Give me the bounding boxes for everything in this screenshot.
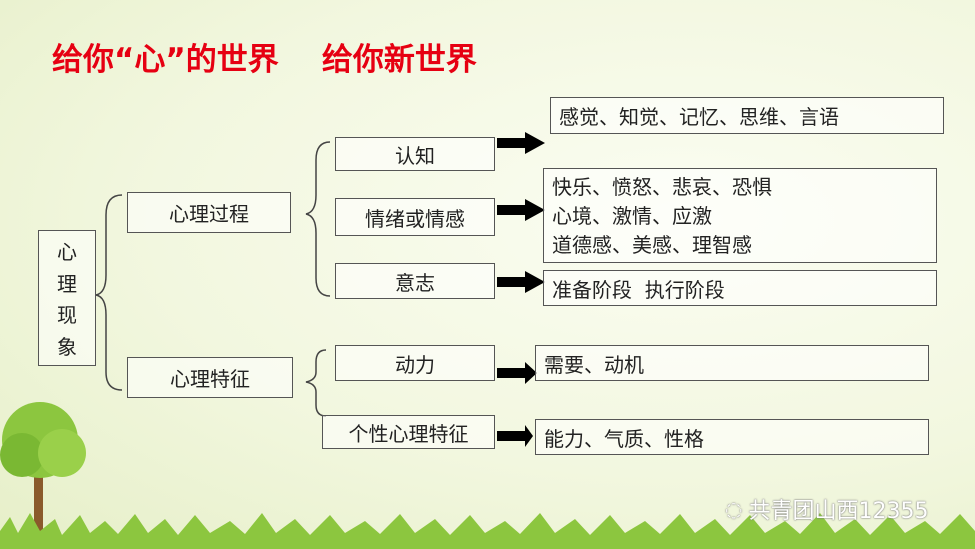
detail-personality: 能力、气质、性格 bbox=[535, 419, 929, 455]
node-emotion: 情绪或情感 bbox=[335, 198, 495, 236]
root-box: 心 理 现 象 bbox=[38, 230, 96, 366]
detail-emotion: 快乐、愤怒、悲哀、恐惧 心境、激情、应激 道德感、美感、理智感 bbox=[543, 168, 937, 263]
process-brace bbox=[305, 141, 331, 297]
detail-will: 准备阶段 执行阶段 bbox=[543, 270, 937, 306]
arrow-icon bbox=[497, 271, 545, 293]
detail-line: 道德感、美感、理智感 bbox=[552, 233, 752, 257]
watermark: ◌ 共青团山西12355 bbox=[725, 493, 928, 525]
detail-cognition: 感觉、知觉、记忆、思维、言语 bbox=[550, 97, 944, 134]
node-personality: 个性心理特征 bbox=[322, 415, 495, 449]
root-char: 现 bbox=[57, 303, 77, 328]
node-motivation: 动力 bbox=[335, 345, 495, 381]
detail-line: 心境、激情、应激 bbox=[552, 204, 712, 228]
slide-title: 给你“心”的世界 给你新世界 bbox=[52, 42, 477, 78]
watermark-text: 共青团山西12355 bbox=[748, 499, 929, 524]
root-brace bbox=[95, 194, 123, 391]
arrow-icon bbox=[497, 425, 533, 447]
root-char: 象 bbox=[57, 334, 77, 359]
branch-traits: 心理特征 bbox=[127, 357, 293, 398]
detail-motivation: 需要、动机 bbox=[535, 345, 929, 381]
detail-line: 快乐、愤怒、悲哀、恐惧 bbox=[552, 175, 772, 199]
node-cognition: 认知 bbox=[335, 137, 495, 171]
arrow-icon bbox=[497, 199, 545, 221]
grass-decoration bbox=[0, 513, 975, 549]
node-will: 意志 bbox=[335, 263, 495, 299]
traits-brace bbox=[305, 349, 327, 417]
root-char: 理 bbox=[57, 271, 77, 296]
branch-process: 心理过程 bbox=[127, 192, 291, 233]
tree-illustration bbox=[0, 402, 86, 535]
root-char: 心 bbox=[57, 240, 77, 265]
arrow-icon bbox=[497, 132, 545, 154]
wechat-icon: ◌ bbox=[725, 497, 743, 521]
arrow-icon bbox=[497, 362, 537, 384]
